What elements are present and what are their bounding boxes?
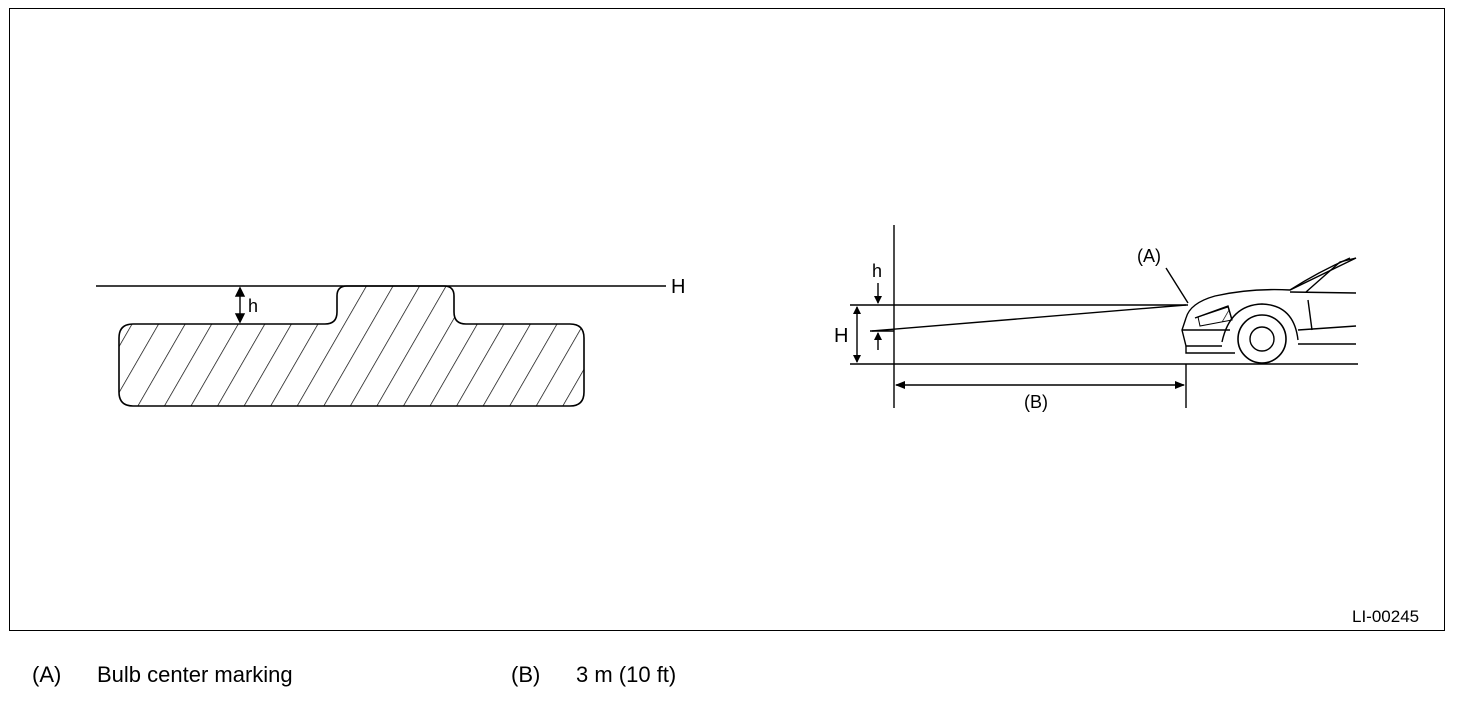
figure-id: LI-00245 (1352, 607, 1419, 626)
side-arrowheads (853, 296, 1185, 389)
screen-pattern: h H (96, 276, 685, 407)
figure-frame (9, 8, 1445, 631)
legend-key-b: (B) (511, 662, 541, 687)
beam-line (871, 304, 1187, 332)
beam-pattern-shape (118, 285, 585, 407)
legend-key-a: (A) (32, 662, 62, 687)
legend-text-a: Bulb center marking (97, 662, 293, 687)
offset-label-h: h (248, 296, 258, 316)
height-label-H-side: H (834, 325, 848, 347)
line-label-H: H (671, 276, 685, 298)
offset-label-h-side: h (872, 261, 882, 281)
marker-label-A: (A) (1137, 246, 1161, 266)
car-front (1181, 257, 1357, 364)
distance-label-B: (B) (1024, 392, 1048, 412)
headlamp-hatch (1197, 306, 1233, 327)
marker-leader (1165, 267, 1189, 304)
headlight-aim-diagram: h H (96, 225, 1419, 626)
legend-text-b: 3 m (10 ft) (576, 662, 677, 687)
offset-arrow-h (234, 286, 246, 324)
side-view (850, 225, 1358, 408)
